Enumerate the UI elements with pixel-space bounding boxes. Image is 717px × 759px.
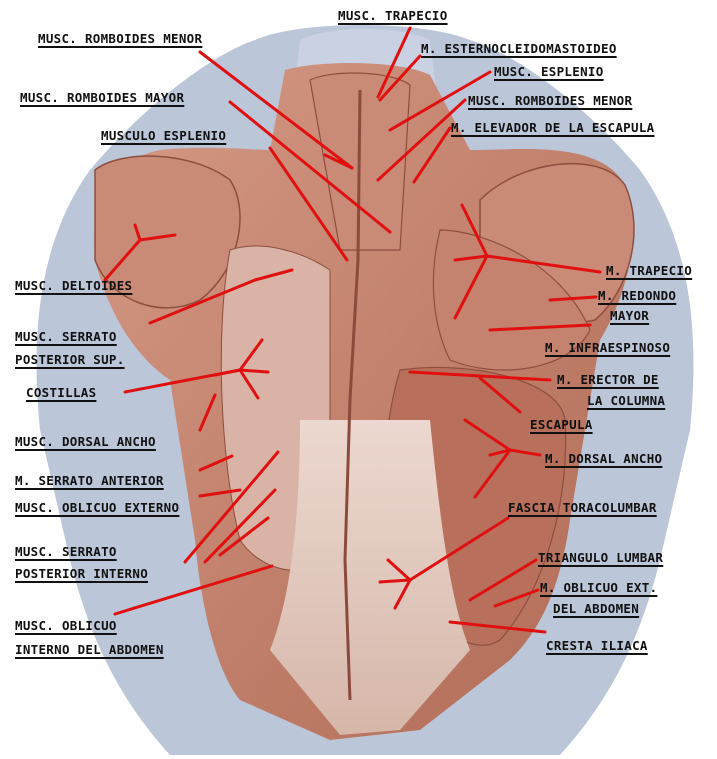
label-serrato-anterior: M. SERRATO ANTERIOR: [15, 473, 164, 488]
label-redondo-2: MAYOR: [610, 308, 649, 323]
label-esternocleidomastoideo: M. ESTERNOCLEIDOMASTOIDEO: [421, 41, 617, 56]
label-serrato-post-int-2: POSTERIOR INTERNO: [15, 566, 148, 581]
label-romboides-menor-left: MUSC. ROMBOIDES MENOR: [38, 31, 202, 46]
label-triangulo-lumbar: TRIANGULO LUMBAR: [538, 550, 663, 565]
label-serrato-post-int-1: MUSC. SERRATO: [15, 544, 117, 559]
label-erector-1: M. ERECTOR DE: [557, 372, 659, 387]
label-dorsal-ancho-right: M. DORSAL ANCHO: [545, 451, 662, 466]
label-romboides-menor-right: MUSC. ROMBOIDES MENOR: [468, 93, 632, 108]
label-trapecio-top: MUSC. TRAPECIO: [338, 8, 448, 23]
label-serrato-post-sup-1: MUSC. SERRATO: [15, 329, 117, 344]
label-oblicuo-ext-abd-2: DEL ABDOMEN: [553, 601, 639, 616]
label-trapecio-right: M. TRAPECIO: [606, 263, 692, 278]
label-cresta-iliaca: CRESTA ILIACA: [546, 638, 648, 653]
label-romboides-mayor: MUSC. ROMBOIDES MAYOR: [20, 90, 184, 105]
label-escapula: ESCAPULA: [530, 417, 593, 432]
label-musculo-esplenio: MUSCULO ESPLENIO: [101, 128, 226, 143]
label-fascia-toracolumbar: FASCIA TORACOLUMBAR: [508, 500, 657, 515]
label-oblicuo-int-1: MUSC. OBLICUO: [15, 618, 117, 633]
label-redondo-1: M. REDONDO: [598, 288, 676, 303]
label-serrato-post-sup-2: POSTERIOR SUP.: [15, 352, 125, 367]
label-elevador-escapula: M. ELEVADOR DE LA ESCAPULA: [451, 120, 654, 135]
label-erector-2: LA COLUMNA: [587, 393, 665, 408]
label-oblicuo-ext-abd-1: M. OBLICUO EXT.: [540, 580, 657, 595]
label-infraespinoso: M. INFRAESPINOSO: [545, 340, 670, 355]
label-oblicuo-int-2: INTERNO DEL ABDOMEN: [15, 642, 164, 657]
label-esplenio-right: MUSC. ESPLENIO: [494, 64, 604, 79]
label-dorsal-ancho-left: MUSC. DORSAL ANCHO: [15, 434, 156, 449]
label-oblicuo-externo: MUSC. OBLICUO EXTERNO: [15, 500, 179, 515]
label-deltoides: MUSC. DELTOIDES: [15, 278, 132, 293]
label-costillas: COSTILLAS: [26, 385, 96, 400]
